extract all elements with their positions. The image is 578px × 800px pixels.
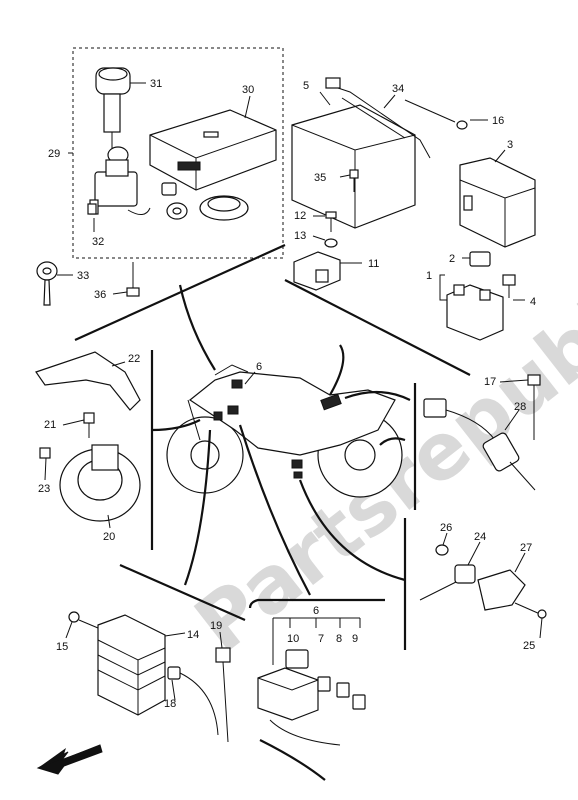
part-21-bolt[interactable]: [83, 412, 95, 438]
callout-19: 19: [210, 620, 222, 632]
callout-8: 8: [336, 633, 342, 645]
callout-4: 4: [530, 296, 536, 308]
part-26-nut[interactable]: [435, 544, 449, 556]
part-30-ecu[interactable]: [149, 109, 277, 191]
part-22-horn-bracket[interactable]: [35, 351, 141, 411]
callout-18: 18: [164, 698, 176, 710]
part-1-starter-relay[interactable]: [446, 284, 504, 341]
callout-21: 21: [44, 419, 56, 431]
lock-clip[interactable]: [161, 182, 177, 196]
callout-2: 2: [449, 253, 455, 265]
callout-labels: 31 30 29 32 33 36 5 34 16 3 35 12 13 11 …: [38, 78, 536, 710]
fuse-group-bracket: [272, 617, 361, 665]
callout-13: 13: [294, 230, 306, 242]
part-10-fuse[interactable]: [285, 649, 309, 669]
callout-leaders: [44, 82, 543, 701]
part-8-fuse[interactable]: [336, 682, 350, 698]
part-16-bolt[interactable]: [404, 99, 468, 130]
part-18-clamp[interactable]: [167, 666, 219, 736]
callout-33: 33: [77, 270, 89, 282]
part-31-ignition-switch[interactable]: [95, 67, 131, 160]
callout-17: 17: [484, 376, 496, 388]
part-19-cable-tie[interactable]: [215, 647, 231, 743]
part-6-fuse-box[interactable]: [257, 667, 341, 746]
callout-10: 10: [287, 633, 299, 645]
callout-14: 14: [187, 629, 199, 641]
callout-9: 9: [352, 633, 358, 645]
callout-29: 29: [48, 148, 60, 160]
part-32-lock-assembly[interactable]: [89, 146, 151, 215]
callout-28: 28: [514, 401, 526, 413]
part-34-battery-band[interactable]: [337, 87, 431, 159]
callout-22: 22: [128, 353, 140, 365]
callout-6-fuse: 6: [313, 605, 319, 617]
callout-32: 32: [92, 236, 104, 248]
ignition-group: [72, 47, 284, 259]
part-35-screw[interactable]: [349, 169, 359, 192]
callout-11: 11: [368, 258, 379, 270]
part-12-bolt[interactable]: [325, 211, 337, 232]
part-11-relay[interactable]: [293, 251, 341, 291]
part-4-bolt[interactable]: [502, 274, 516, 298]
motorcycle: [166, 364, 403, 498]
part-13-washer[interactable]: [324, 238, 338, 248]
callout-20: 20: [103, 531, 115, 543]
screw-32[interactable]: [87, 203, 97, 215]
callout-23: 23: [38, 483, 50, 495]
callout-36: 36: [94, 289, 106, 301]
callout-34: 34: [392, 83, 404, 95]
callout-30: 30: [242, 84, 254, 96]
part-28-sensor[interactable]: [423, 398, 536, 491]
fuel-cap-lock[interactable]: [199, 195, 249, 221]
callout-24: 24: [474, 531, 486, 543]
part-5-battery[interactable]: [291, 77, 416, 229]
part-7-fuse[interactable]: [317, 676, 331, 692]
callout-6-bike: 6: [256, 361, 262, 373]
callout-7: 7: [318, 633, 324, 645]
callout-15: 15: [56, 641, 68, 653]
part-27-bracket[interactable]: [477, 569, 526, 611]
part-9-fuse[interactable]: [352, 694, 366, 710]
callout-16: 16: [492, 115, 504, 127]
callout-5: 5: [303, 80, 309, 92]
callout-31: 31: [150, 78, 162, 90]
part-23-bolt[interactable]: [39, 447, 51, 459]
part-3-cover[interactable]: [459, 157, 536, 248]
part-20-horn[interactable]: [59, 444, 141, 522]
part-25-bolt[interactable]: [514, 602, 547, 619]
callout-3: 3: [507, 139, 513, 151]
part-2-fuse[interactable]: [469, 251, 491, 267]
callout-26: 26: [440, 522, 452, 534]
callout-1: 1: [426, 270, 432, 282]
callout-35: 35: [314, 172, 326, 184]
part-24-sensor[interactable]: [419, 564, 476, 601]
part-36-bolt[interactable]: [126, 262, 140, 297]
part-15-bolt[interactable]: [68, 611, 99, 629]
leader-lines: [74, 243, 471, 781]
part-14-rectifier[interactable]: [97, 614, 166, 716]
front-arrow-icon: [36, 744, 103, 775]
callout-25: 25: [523, 640, 535, 652]
lock-washer[interactable]: [166, 202, 188, 220]
callout-12: 12: [294, 210, 306, 222]
callout-27: 27: [520, 542, 532, 554]
part-33-key[interactable]: [36, 261, 58, 306]
